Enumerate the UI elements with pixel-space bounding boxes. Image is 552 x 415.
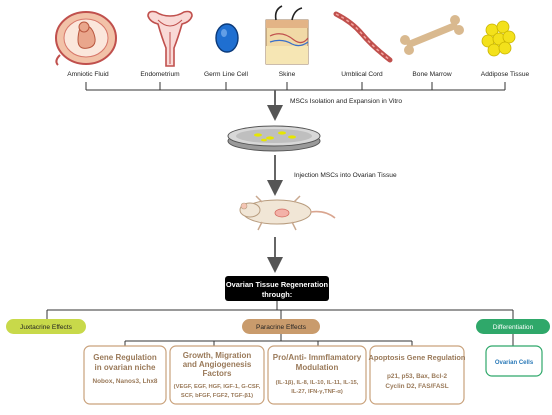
box-body-line: Cyclin D2, FAS/FASL [385,383,448,390]
regeneration-title-line1: Ovarian Tissue Regeneration [226,280,329,289]
box-title-line: Gene Regulation [93,353,157,362]
uterus-icon [147,10,193,67]
step-injection-label: Injection MSCs into Ovarian Tissue [294,172,397,179]
differentiation-box-label: Ovarian Cells [495,360,534,366]
paracrine-box-immunomodulation: Pro/Anti- Immflamatory Modulation (IL-1β… [267,345,367,405]
uterus-fetus-icon [55,11,117,66]
paracrine-effects-pill: Paracrine Effects [242,319,320,334]
paracrine-effects-label: Paracrine Effects [256,324,307,331]
box-body-line: (IL-1β), IL-8, IL-10, IL-11, IL-15, [276,380,359,386]
differentiation-box: Ovarian Cells [485,345,543,377]
juxtacrine-effects-pill: Juxtacrine Effects [6,319,86,334]
bone-icon [400,15,464,55]
box-title-line: Modulation [296,363,339,372]
differentiation-pill: Differentiation [476,319,550,334]
box-body-line: p21, p53, Bax, Bcl-2 [387,373,447,380]
petri-dish-icon [227,125,321,152]
box-title-line: and Angiogenesis [183,360,252,369]
source-collector-bracket [85,82,506,91]
mouse-icon [239,195,336,231]
germ-cell-icon [215,23,239,53]
paracrine-box-apoptosis: Apoptosis Gene Regulation p21, p53, Bax,… [369,345,466,405]
regeneration-box: Ovarian Tissue Regeneration through: [225,276,329,301]
box-title-line: Factors [203,369,232,378]
box-body-line: Nobox, Nanos3, Lhx8 [93,378,158,385]
source-label-addipose-tissue: Addipose Tissue [481,71,530,78]
paracrine-branch-lines [124,334,514,346]
box-body-line: IL-27, IFN-γ,TNF-α) [291,389,343,395]
step-isolation-label: MSCs Isolation and Expansion in Vitro [290,98,402,105]
skin-layers-icon [265,5,309,65]
source-label-bone-marrow: Bone Marrow [412,71,451,78]
differentiation-label: Differentiation [493,324,534,331]
regeneration-title-line2: through: [262,290,292,299]
adipose-cells-icon [481,20,516,57]
box-title-line: Apoptosis Gene Regulation [369,353,466,362]
source-label-umblical-cord: Umblical Cord [341,71,383,78]
source-label-amniotic-fluid: Amniotic Fluid [67,71,109,78]
box-title-line: in ovarian niche [95,363,156,372]
box-title-line: Pro/Anti- Immflamatory [273,353,362,362]
juxtacrine-effects-label: Juxtacrine Effects [20,324,73,331]
source-label-germ-line-cell: Germ Line Cell [204,71,249,78]
box-body-line: (VEGF, EGF, HGF, IGF-1, G-CSF, [174,384,261,390]
box-body-line: SCF, bFGF, FGF2, TGF-β1) [181,393,253,399]
umbilical-cord-icon [333,11,393,63]
effects-branch-lines [46,301,514,319]
source-label-skine: Skine [279,71,296,78]
box-title-line: Growth, Migration [183,351,252,360]
source-label-endometrium: Endometrium [140,71,180,78]
paracrine-box-growth-factors: Growth, Migration and Angiogenesis Facto… [169,345,265,405]
paracrine-box-gene-regulation: Gene Regulation in ovarian niche Nobox, … [83,345,167,405]
